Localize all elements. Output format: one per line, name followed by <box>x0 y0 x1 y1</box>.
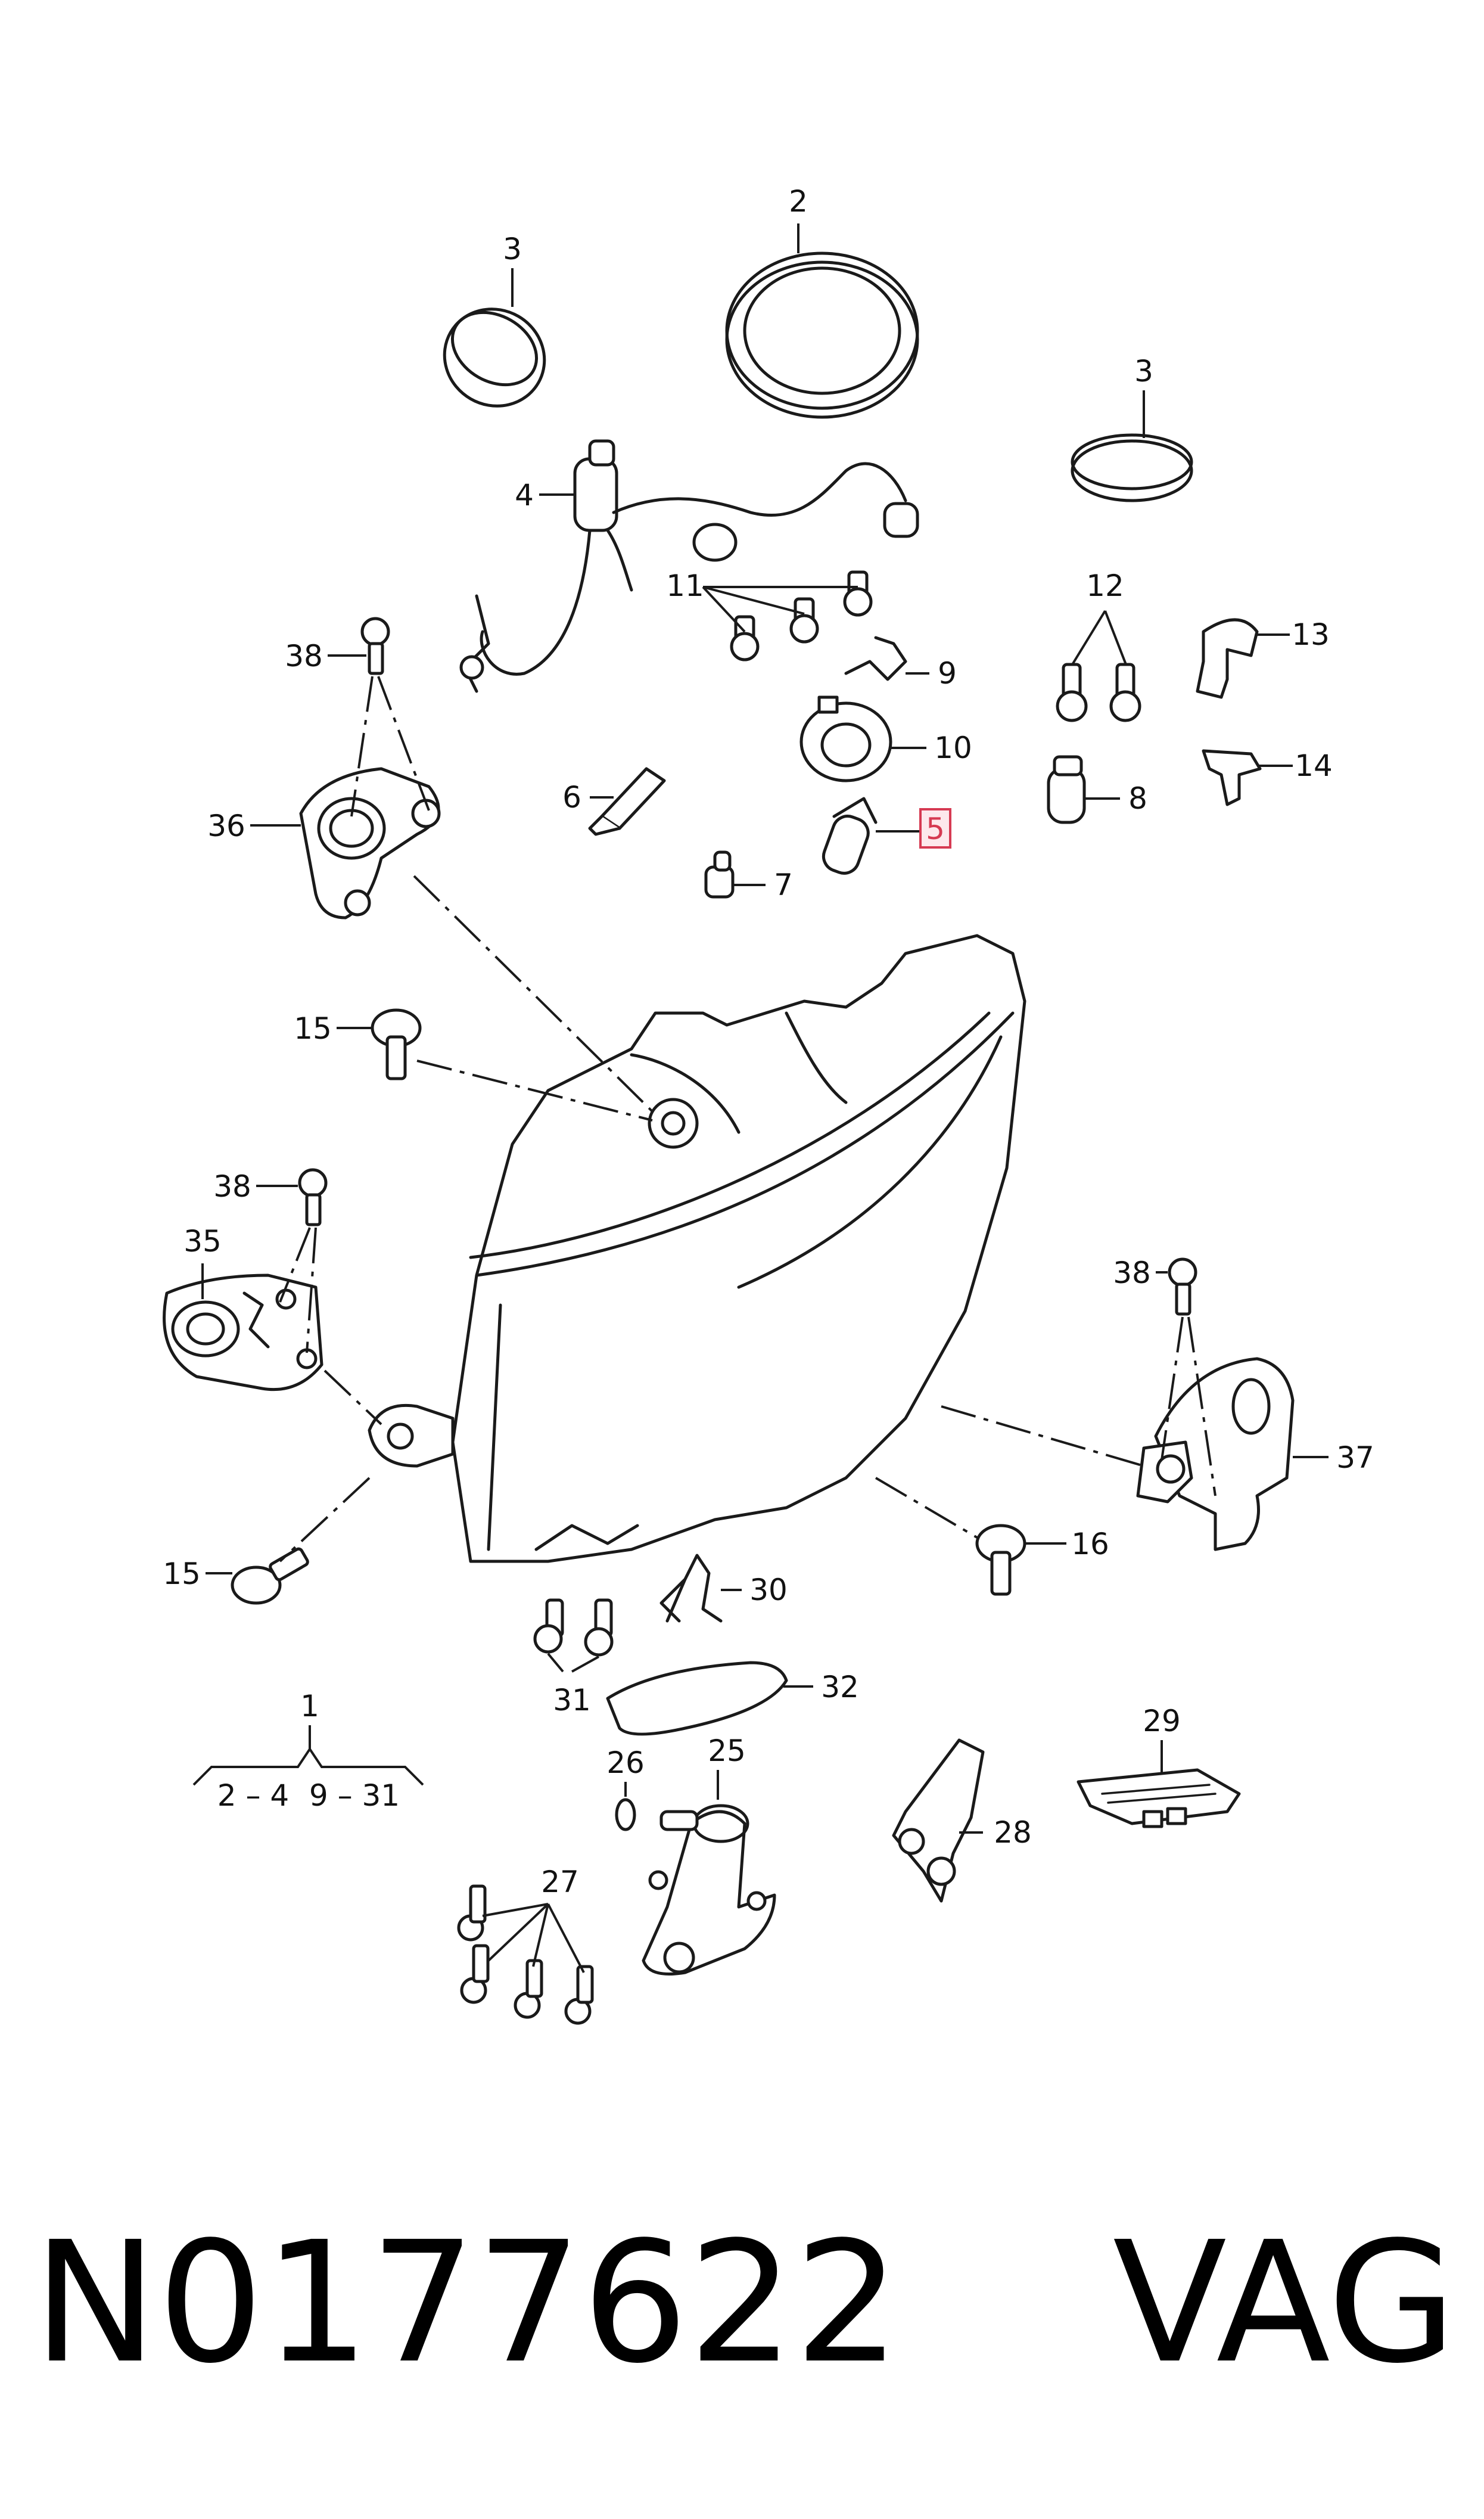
callout-labels: 2 3 3 4 11 9 10 12 13 14 8 5 7 6 38 36 1… <box>163 184 1374 1899</box>
callout-9: 9 <box>938 656 957 691</box>
seal-ring-large <box>725 251 919 419</box>
callout-15-top: 15 <box>294 1011 332 1046</box>
callout-3-left: 3 <box>503 232 522 266</box>
callout-11: 11 <box>666 569 704 603</box>
callout-29: 29 <box>1143 1704 1181 1738</box>
callout-31: 31 <box>553 1683 591 1717</box>
bulb-6 <box>588 767 666 836</box>
callout-4: 4 <box>515 478 534 513</box>
assembly-dash-lines <box>279 676 1217 1563</box>
callout-36: 36 <box>207 809 245 843</box>
callout-38-left: 38 <box>213 1169 251 1204</box>
callout-37: 37 <box>1336 1440 1374 1475</box>
bulb-socket <box>799 695 892 782</box>
callout-28: 28 <box>994 1815 1032 1850</box>
callout-10: 10 <box>934 731 972 765</box>
screw-38-right <box>1168 1257 1197 1316</box>
clip-30 <box>659 1554 723 1623</box>
bulb-5 <box>822 797 878 875</box>
callout-16: 16 <box>1071 1527 1109 1561</box>
callout-25: 25 <box>708 1734 746 1768</box>
callout-13: 13 <box>1292 617 1330 652</box>
sealing-ring-left <box>443 308 546 408</box>
clip-9 <box>844 636 907 681</box>
screws-27 <box>457 1884 594 2025</box>
screws-11 <box>730 570 873 661</box>
callout-38-top: 38 <box>285 639 323 673</box>
headlight-housing <box>368 934 1026 1563</box>
callout-14: 14 <box>1295 748 1333 783</box>
callout-6: 6 <box>562 780 581 815</box>
leader-lines <box>192 223 1329 1973</box>
sealing-ring-right <box>1071 433 1193 502</box>
callout-38-right: 38 <box>1113 1256 1151 1290</box>
bracket-37 <box>1136 1357 1295 1551</box>
hose-13 <box>1196 618 1259 699</box>
bracket-28 <box>892 1738 985 1903</box>
caption-bar: N0177622 VAG <box>33 2205 1457 2402</box>
bulb-7 <box>704 850 735 899</box>
part-number: N0177622 <box>33 2206 901 2400</box>
callout-15-bottom: 15 <box>163 1557 201 1591</box>
washer-jet-25 <box>642 1804 776 1976</box>
grille-insert-29 <box>1077 1768 1241 1828</box>
callout-1-range-b: 9 – 31 <box>309 1778 400 1813</box>
hose-14 <box>1202 749 1262 806</box>
bracket-36 <box>299 767 441 920</box>
bracket-35 <box>163 1274 323 1391</box>
callout-5-highlight: 5 <box>919 808 951 849</box>
callout-8: 8 <box>1128 781 1147 816</box>
callout-30: 30 <box>749 1573 788 1607</box>
callout-32: 32 <box>821 1670 859 1704</box>
callout-35: 35 <box>183 1224 222 1259</box>
callout-7: 7 <box>774 868 793 902</box>
callout-1: 1 <box>300 1689 319 1723</box>
callout-26: 26 <box>606 1745 645 1780</box>
brand-label: VAG <box>1112 2206 1457 2400</box>
screw-38-top <box>360 617 390 675</box>
o-ring-26 <box>615 1798 636 1831</box>
screw-15-bottom <box>231 1547 309 1605</box>
screws-12 <box>1056 663 1141 722</box>
callout-5: 5 <box>926 812 945 846</box>
cover-32 <box>606 1661 788 1736</box>
screw-15-top <box>371 1008 422 1080</box>
callout-2: 2 <box>789 184 808 219</box>
screws-31 <box>533 1598 614 1657</box>
callout-1-range-a: 2 – 4 <box>217 1778 289 1813</box>
wiring-harness <box>459 439 919 693</box>
bulb-8 <box>1047 755 1086 824</box>
screw-16 <box>975 1524 1026 1596</box>
callout-3-right: 3 <box>1134 354 1153 389</box>
callout-12: 12 <box>1086 569 1124 603</box>
screw-38-left <box>298 1168 328 1226</box>
callout-27: 27 <box>541 1865 579 1899</box>
